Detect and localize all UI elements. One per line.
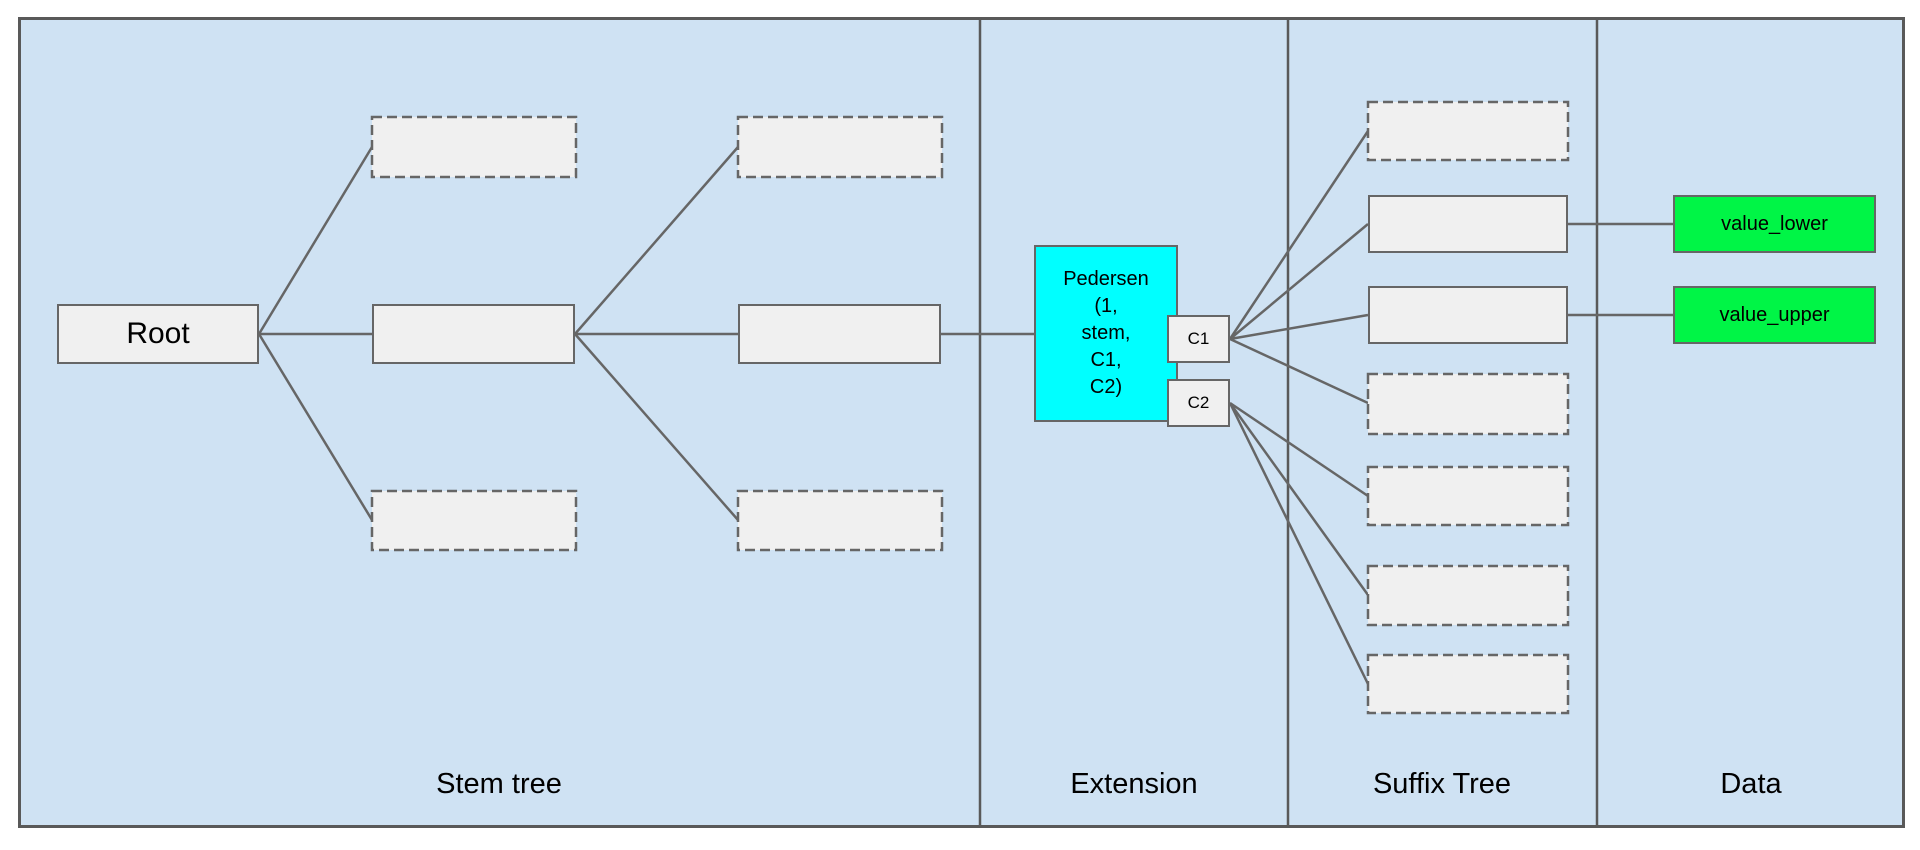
stem-node-2	[372, 304, 575, 364]
root-label: Root	[126, 317, 190, 350]
pedersen-label-line: (1,	[1094, 295, 1118, 317]
pedersen-label-line: stem,	[1081, 322, 1131, 344]
suffix-empty-node-1	[1366, 100, 1570, 162]
edge-stem2-upper-empty	[574, 146, 739, 335]
pedersen-label-line: Pedersen	[1063, 268, 1149, 290]
section-label-stem-tree: Stem tree	[436, 768, 562, 800]
value-upper-label: value_upper	[1719, 303, 1830, 326]
diagram-frame	[18, 17, 1905, 828]
pedersen-node: Pedersen (1, stem, C1, C2)	[1034, 245, 1178, 422]
value-lower-node: value_lower	[1673, 195, 1876, 253]
suffix-node-3	[1368, 286, 1568, 344]
c1-label: C1	[1187, 329, 1210, 348]
c2-label: C2	[1187, 393, 1210, 412]
c1-node: C1	[1167, 315, 1230, 363]
edge-c1-suffix3	[1229, 313, 1369, 341]
suffix-empty-node-6	[1366, 564, 1570, 627]
edge-root-lower-empty	[257, 333, 374, 521]
suffix-node-2	[1368, 195, 1568, 253]
suffix-empty-node-4	[1366, 372, 1570, 436]
root-node: Root	[57, 304, 259, 364]
c2-node: C2	[1167, 379, 1230, 427]
section-label-data: Data	[1720, 768, 1782, 800]
edge-c1-suffix1	[1228, 130, 1370, 340]
edge-root-upper-empty	[257, 146, 374, 335]
edge-c2-suffix6	[1228, 402, 1370, 596]
value-lower-label: value_lower	[1721, 212, 1828, 235]
stem-empty-node-upper-left	[370, 115, 578, 179]
suffix-empty-node-5	[1366, 465, 1570, 527]
pedersen-label-line: C1,	[1090, 349, 1122, 371]
value-upper-node: value_upper	[1673, 286, 1876, 344]
edge-stem2-lower-empty	[574, 333, 739, 521]
stem-empty-node-lower-right	[736, 489, 944, 552]
edge-c1-suffix2	[1229, 223, 1369, 340]
stem-node-3	[738, 304, 941, 364]
edge-c2-suffix5	[1229, 401, 1369, 498]
section-label-suffix-tree: Suffix Tree	[1372, 768, 1512, 800]
section-label-extension: Extension	[1070, 768, 1198, 800]
stem-empty-node-upper-right	[736, 115, 944, 179]
edge-c2-suffix7	[1228, 402, 1370, 685]
suffix-empty-node-7	[1366, 653, 1570, 715]
pedersen-label-line: C2)	[1089, 376, 1123, 398]
edge-c1-suffix4	[1229, 337, 1369, 405]
stem-empty-node-lower-left	[370, 489, 578, 552]
